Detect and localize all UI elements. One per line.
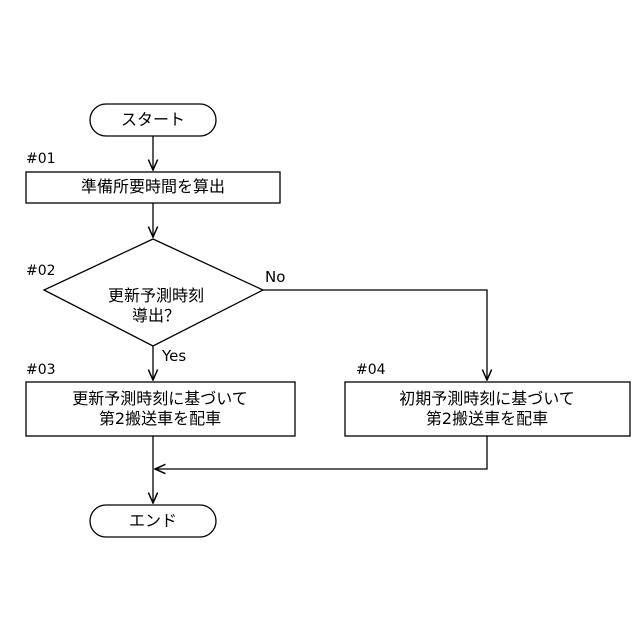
step02-label: 更新予測時刻 導出？: [108, 286, 204, 326]
step04-label-line1: 初期予測時刻に基づいて: [399, 389, 575, 409]
step02-label-line2: 導出？: [108, 306, 204, 326]
end-label: エンド: [129, 511, 177, 531]
no-label: No: [265, 268, 285, 286]
step02-label-line1: 更新予測時刻: [108, 286, 204, 306]
start-label: スタート: [121, 110, 185, 130]
step04-id: #04: [356, 362, 386, 378]
yes-label: Yes: [162, 347, 186, 365]
step03-label-line1: 更新予測時刻に基づいて: [72, 389, 248, 409]
step04-label-line2: 第2搬送車を配車: [399, 409, 575, 429]
step04-label: 初期予測時刻に基づいて 第2搬送車を配車: [399, 389, 575, 429]
edge-04-to-merge: [155, 436, 487, 469]
step03-label-line2: 第2搬送車を配車: [72, 409, 248, 429]
step02-id: #02: [26, 263, 56, 279]
step03-label: 更新予測時刻に基づいて 第2搬送車を配車: [72, 389, 248, 429]
step01-label: 準備所要時間を算出: [81, 177, 225, 197]
step03-id: #03: [26, 362, 56, 378]
step01-id: #01: [26, 151, 56, 167]
